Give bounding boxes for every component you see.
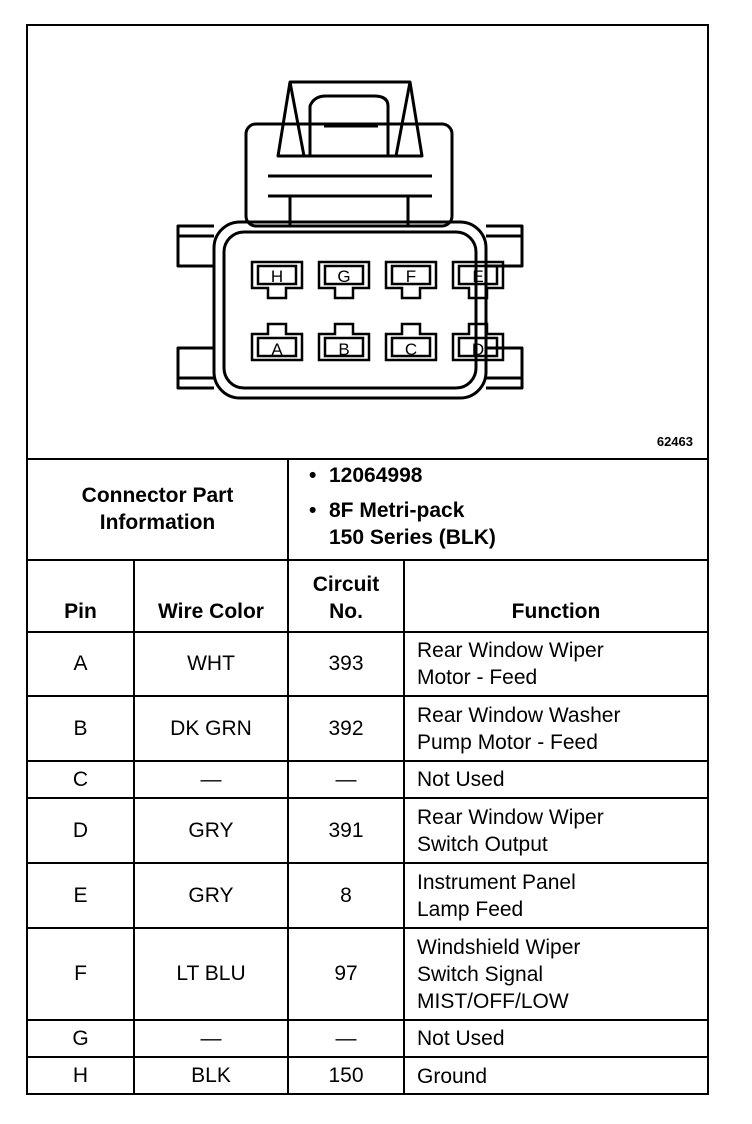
col-header-circuit: Circuit No. (287, 559, 405, 633)
table-row: C——Not Used (28, 760, 707, 799)
pin-cavity-inner (457, 336, 499, 358)
pin-cavity-inner (390, 336, 432, 358)
function-line: Rear Window Wiper (417, 805, 604, 829)
pin-cavity-top-0 (250, 260, 304, 300)
function-line: Switch Signal (417, 962, 544, 986)
pin-cavity-bottom-3 (451, 322, 505, 362)
wire-color-cell: — (133, 1019, 289, 1058)
pin-label-top: G (337, 267, 350, 286)
wire-color-cell: GRY (133, 862, 289, 929)
pin-label-top: E (472, 267, 483, 286)
part-number: 12064998 (309, 462, 707, 489)
circuit-cell: — (287, 760, 405, 799)
figure-number: 62463 (656, 434, 693, 449)
pin-cavity-inner (256, 264, 298, 286)
connector-info-label: Connector Part Information (28, 458, 289, 561)
function-line: Pump Motor - Feed (417, 730, 598, 754)
pin-cell: B (28, 695, 135, 762)
pinout-table: Connector Part Information 12064998 8F M… (28, 458, 707, 1094)
pin-label-bottom: D (472, 340, 484, 359)
circuit-cell: 150 (287, 1056, 405, 1094)
wire-color-cell: DK GRN (133, 695, 289, 762)
pin-label-bottom: C (405, 340, 417, 359)
pin-cell: F (28, 927, 135, 1021)
pin-cavity-bottom-1 (317, 322, 371, 362)
pin-cavity-top-2 (384, 260, 438, 300)
function-line: Not Used (417, 1027, 505, 1050)
pin-cell: D (28, 797, 135, 864)
pin-cavity-bottom-2 (384, 322, 438, 362)
function-line: Rear Window Wiper (417, 639, 604, 662)
col-header-pin: Pin (28, 559, 135, 633)
pin-cavity-inner (390, 264, 432, 286)
col-header-wire-color: Wire Color (133, 559, 289, 633)
connector-type: 8F Metri-pack 150 Series (BLK) (309, 497, 707, 551)
pin-cell: G (28, 1019, 135, 1058)
connector-info-row: Connector Part Information 12064998 8F M… (28, 458, 707, 561)
pin-cavity-inner (256, 336, 298, 358)
function-line: Not Used (417, 768, 505, 791)
wire-color-cell: WHT (133, 631, 289, 697)
connector-drawing: H A G B F C E D (176, 80, 524, 400)
function-line: Windshield Wiper (417, 935, 581, 959)
connector-diagram: H A G B F C E D 62463 (28, 26, 707, 460)
table-row: G——Not Used (28, 1019, 707, 1058)
circuit-cell: 392 (287, 695, 405, 762)
pin-cavity-inner (323, 336, 365, 358)
function-cell: Not Used (403, 1019, 707, 1058)
function-cell: Not Used (403, 760, 707, 799)
pin-cell: C (28, 760, 135, 799)
function-line: Rear Window Washer (417, 703, 621, 727)
wire-color-cell: GRY (133, 797, 289, 864)
function-line: Motor - Feed (417, 666, 538, 689)
connector-info-values: 12064998 8F Metri-pack 150 Series (BLK) (287, 458, 707, 561)
wire-color-cell: BLK (133, 1056, 289, 1094)
function-line: Lamp Feed (417, 897, 524, 921)
header-row: Pin Wire Color Circuit No. Function (28, 559, 707, 633)
function-line: Ground (417, 1064, 488, 1088)
function-line: MIST/OFF/LOW (417, 989, 569, 1013)
function-line: Instrument Panel (417, 870, 576, 894)
circuit-cell: 393 (287, 631, 405, 697)
pin-cell: H (28, 1056, 135, 1094)
pin-cell: A (28, 631, 135, 697)
pin-cavity-bottom-0 (250, 322, 304, 362)
pin-cell: E (28, 862, 135, 929)
function-line: Switch Output (417, 832, 548, 856)
pin-label-bottom: B (338, 340, 349, 359)
wire-color-cell: LT BLU (133, 927, 289, 1021)
pin-label-top: F (406, 267, 416, 286)
circuit-cell: 8 (287, 862, 405, 929)
col-header-function: Function (403, 559, 707, 633)
pin-label-top: H (271, 267, 283, 286)
pin-label-bottom: A (271, 340, 283, 359)
circuit-cell: 391 (287, 797, 405, 864)
circuit-cell: 97 (287, 927, 405, 1021)
pin-cavity-top-3 (451, 260, 505, 300)
wire-color-cell: — (133, 760, 289, 799)
function-cell: Ground (403, 1056, 707, 1094)
pin-cavity-inner (457, 264, 499, 286)
pin-cavity-top-1 (317, 260, 371, 300)
pin-cavity-inner (323, 264, 365, 286)
circuit-cell: — (287, 1019, 405, 1058)
